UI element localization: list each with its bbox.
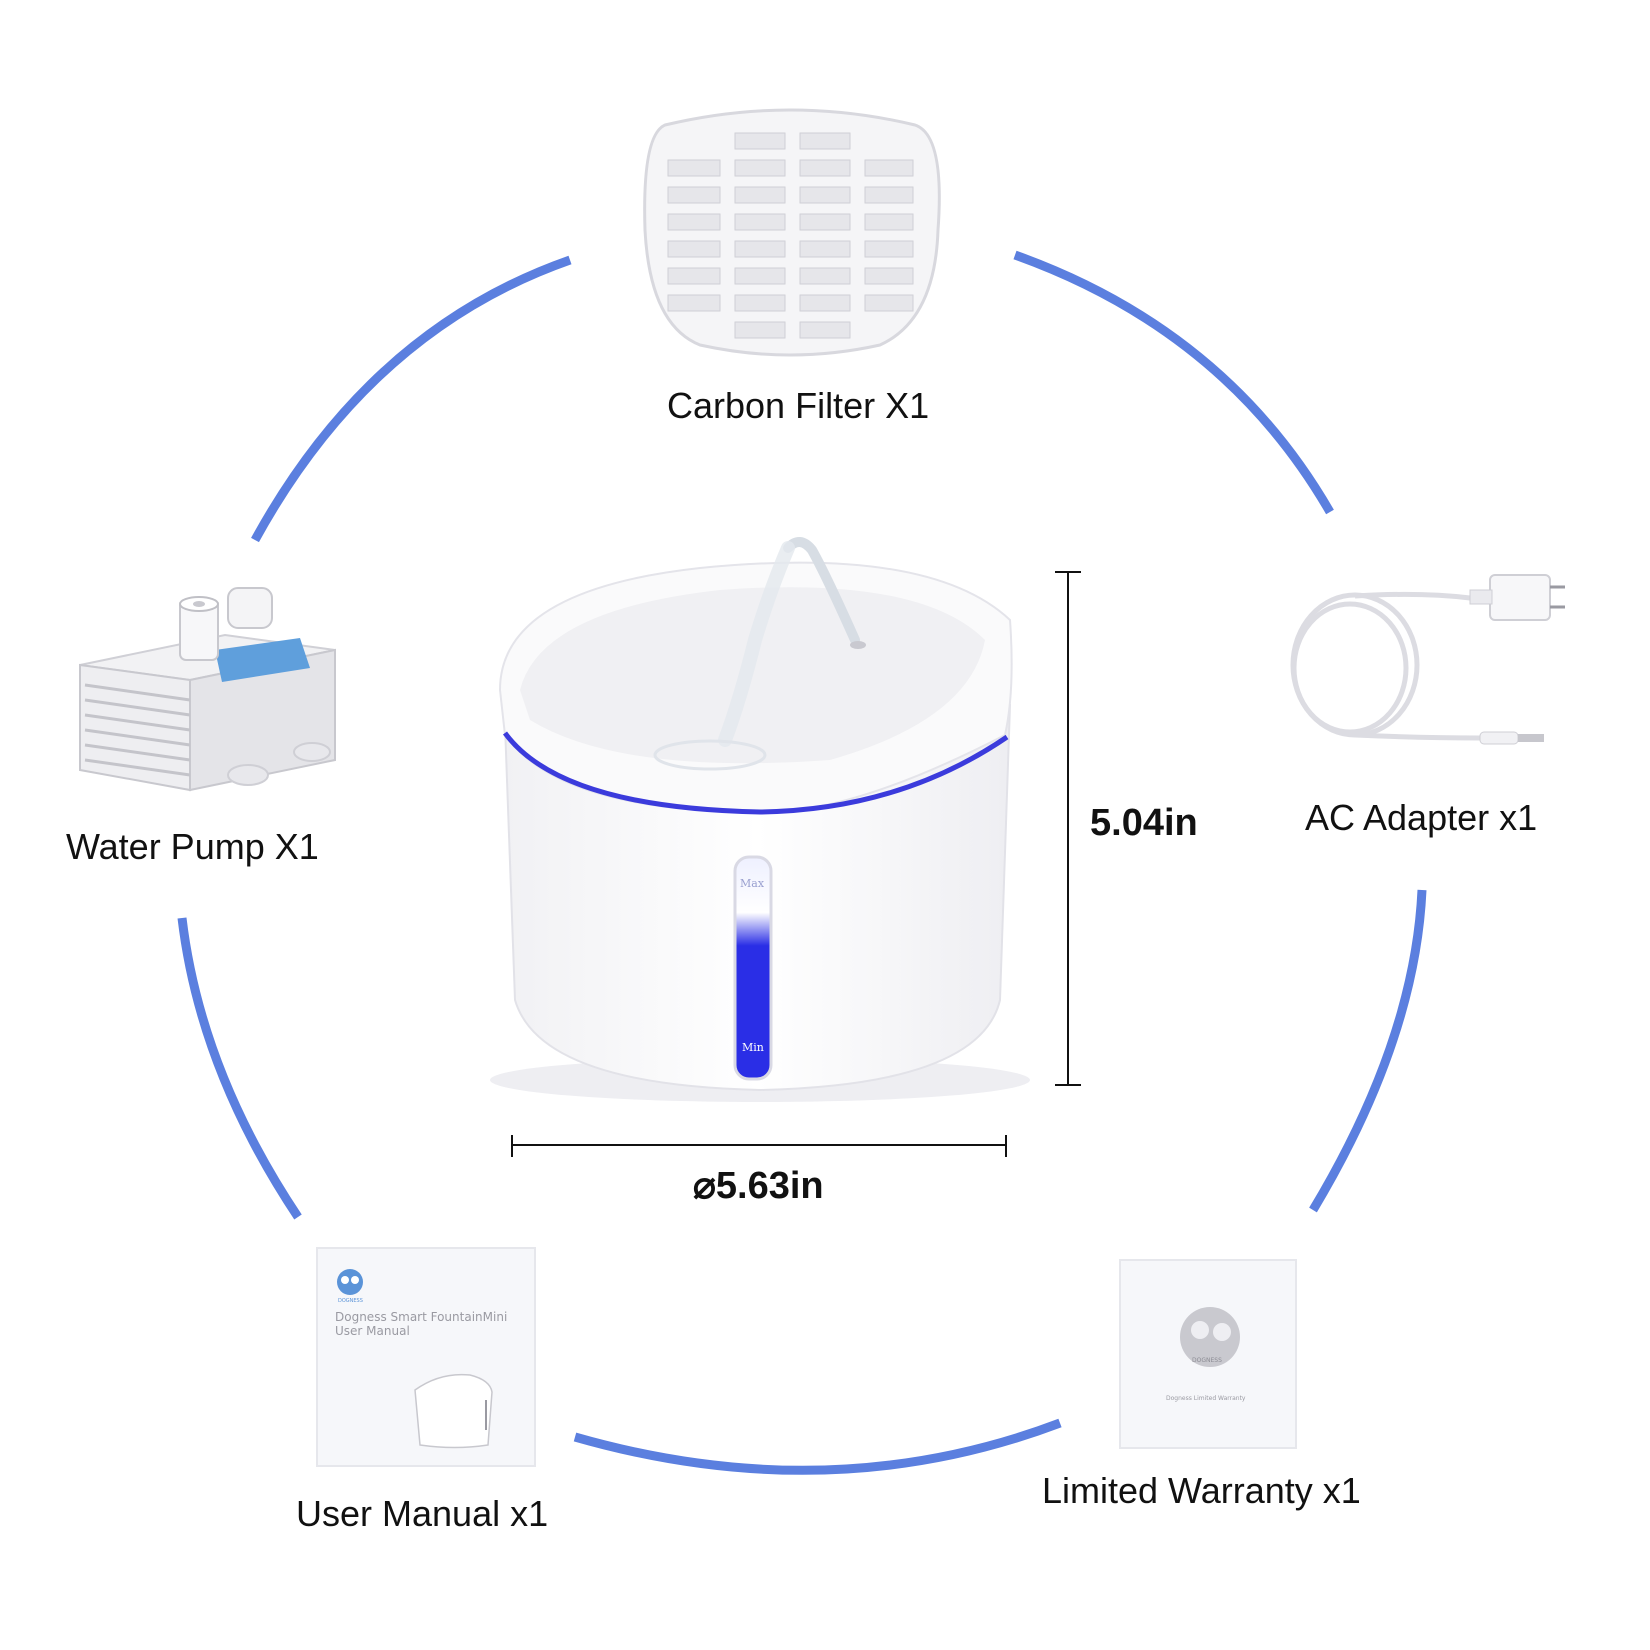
filter-cell — [667, 240, 721, 258]
filter-cell — [734, 159, 786, 177]
filter-cell — [734, 321, 786, 339]
filter-cell — [734, 267, 786, 285]
ac-adapter-label: AC Adapter x1 — [1305, 797, 1538, 838]
manual-title: Dogness Smart FountainMini — [335, 1310, 507, 1324]
filter-cell — [799, 294, 851, 312]
filter-cell — [667, 213, 721, 231]
filter-cell — [667, 159, 721, 177]
gauge-max-label: Max — [740, 877, 765, 890]
filter-cell — [799, 213, 851, 231]
filter-cell — [667, 267, 721, 285]
filter-cell — [864, 240, 914, 258]
arc-left — [177, 917, 302, 1220]
warranty-brand: DOGNESS — [1192, 1357, 1222, 1364]
limited-warranty-label: Limited Warranty x1 — [1042, 1470, 1361, 1511]
gauge-min-label: Min — [742, 1041, 764, 1054]
filter-cell — [799, 159, 851, 177]
filter-cell — [799, 240, 851, 258]
filter-cell — [799, 132, 851, 150]
filter-cell — [799, 186, 851, 204]
filter-cell — [734, 132, 786, 150]
manual-subtitle: User Manual — [335, 1324, 410, 1338]
filter-cell — [799, 321, 851, 339]
filter-cell — [667, 294, 721, 312]
filter-cell — [864, 213, 914, 231]
filter-cell — [799, 267, 851, 285]
carbon-filter-label: Carbon Filter X1 — [667, 385, 930, 426]
arc-top-right — [1013, 250, 1334, 515]
arc-top-left — [251, 255, 572, 543]
filter-cell — [864, 267, 914, 285]
filter-cell — [864, 294, 914, 312]
filter-cell — [864, 159, 914, 177]
user-manual-label: User Manual x1 — [296, 1493, 549, 1534]
filter-cell — [864, 186, 914, 204]
arc-right — [1309, 889, 1427, 1213]
filter-cell — [667, 186, 721, 204]
warranty-caption: Dogness Limited Warranty — [1166, 1395, 1246, 1402]
arc-bottom — [573, 1418, 1062, 1475]
water-level-gauge — [733, 855, 773, 1081]
manual-brand: DOGNESS — [338, 1298, 363, 1304]
water-pump-label: Water Pump X1 — [66, 826, 319, 867]
filter-cell — [734, 240, 786, 258]
filter-cell — [734, 186, 786, 204]
filter-cell — [734, 213, 786, 231]
diameter-dimension-label: ⌀5.63in — [693, 1165, 824, 1207]
filter-cell — [734, 294, 786, 312]
height-dimension-label: 5.04in — [1090, 802, 1198, 844]
